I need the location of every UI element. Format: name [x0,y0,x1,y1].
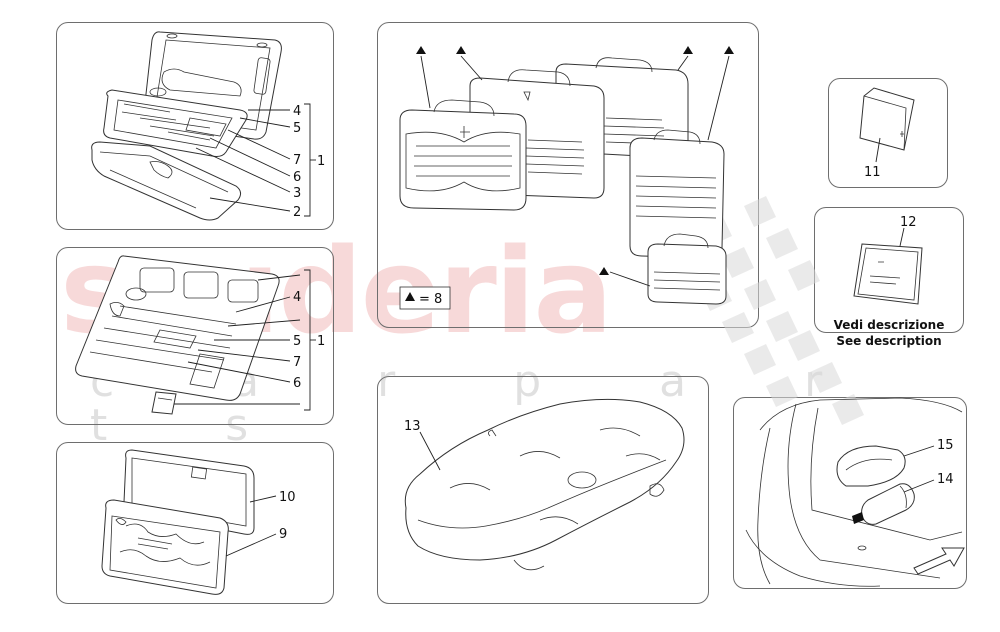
panel-luggage-set[interactable] [377,22,759,328]
luggage-legend: = 8 [419,292,442,307]
documents-drawing [853,227,923,305]
callout-3-kit1: 3 [293,186,301,201]
desc-italian: Vedi descrizione [834,318,945,332]
callout-11: 11 [864,165,881,180]
callout-13: 13 [404,419,421,434]
callout-1-kit2: 1 [317,334,325,349]
callout-1-kit1: 1 [317,154,325,169]
callout-2-kit1: 2 [293,205,301,220]
panel-car-cover[interactable] [377,376,709,604]
callout-5-kit2: 5 [293,334,301,349]
callout-15: 15 [937,438,954,453]
callout-12: 12 [900,215,917,230]
panel-owner-manual[interactable] [828,78,948,188]
callout-9: 9 [279,527,287,542]
callout-6-kit2: 6 [293,376,301,391]
tool-kit-2-drawing [75,255,316,415]
soft-cases-drawing [101,449,277,595]
desc-english: See description [836,334,941,348]
legend-box [399,286,451,310]
tool-kit-1-drawing [91,31,316,221]
callout-10: 10 [279,490,296,505]
luggage-drawing [399,46,734,310]
checkered-flag-watermark [700,196,864,425]
panel-tool-kit-2[interactable] [56,247,334,425]
panel-tool-kit-1[interactable] [56,22,334,230]
owner-manual-drawing [859,87,915,163]
callout-14: 14 [937,472,954,487]
trunk-drawing [745,397,965,587]
car-cover-drawing [404,398,685,571]
callout-7-kit2: 7 [293,355,301,370]
callout-5-kit1: 5 [293,121,301,136]
callout-6-kit1: 6 [293,170,301,185]
callout-4-kit2: 4 [293,290,301,305]
panel-soft-cases[interactable] [56,442,334,604]
callout-4-kit1: 4 [293,104,301,119]
callout-7-kit1: 7 [293,153,301,168]
triangle-icon [405,292,415,301]
